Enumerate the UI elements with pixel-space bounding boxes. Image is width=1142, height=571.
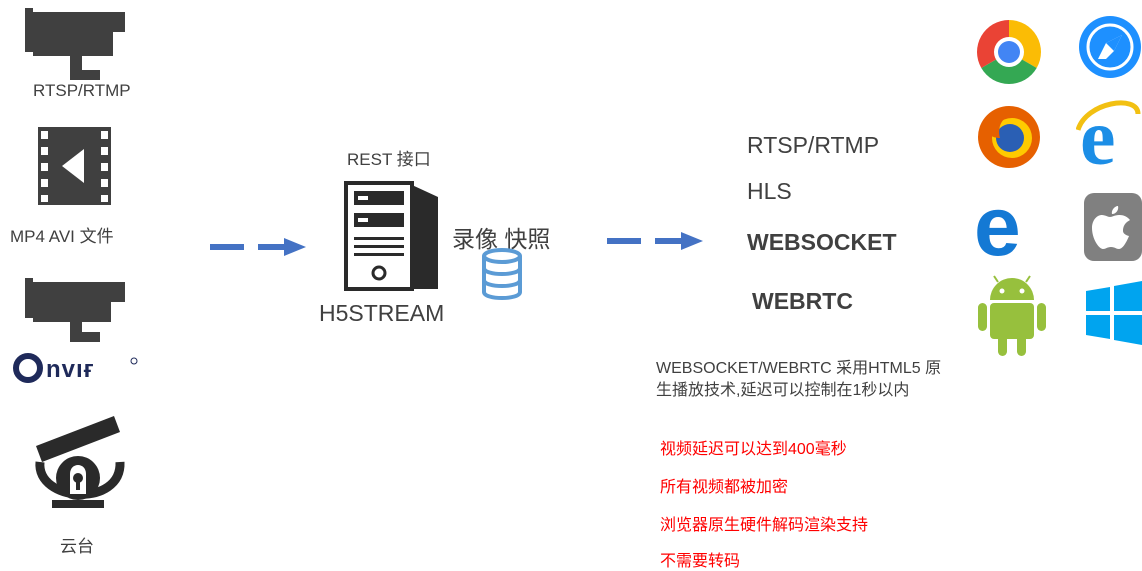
onvif-logo: nvıғ (12, 349, 142, 383)
ptz-label: 云台 (60, 537, 94, 556)
android-icon (976, 274, 1048, 358)
apple-icon (1084, 193, 1142, 261)
ptz-dome-camera-icon (30, 412, 130, 512)
protocol-rtsp-rtmp: RTSP/RTMP (747, 132, 880, 158)
file-label: MP4 AVI 文件 (10, 227, 114, 246)
feature-no-transcode: 不需要转码 (660, 553, 741, 570)
protocol-webrtc: WEBRTC (752, 288, 853, 314)
chrome-icon (975, 18, 1043, 86)
database-icon (480, 248, 524, 300)
flow-arrow-out (607, 229, 707, 253)
protocol-websocket: WEBSOCKET (747, 229, 897, 255)
video-file-icon (38, 127, 111, 205)
windows-icon (1086, 281, 1142, 345)
feature-encryption: 所有视频都被加密 (660, 479, 789, 496)
svg-text:e: e (1080, 100, 1116, 170)
ip-camera-icon-2 (22, 278, 126, 342)
server-name: H5STREAM (319, 300, 445, 326)
edge-icon: e (974, 193, 1034, 263)
feature-low-latency: 视频延迟可以达到400毫秒 (660, 441, 847, 458)
description-line-2: 生播放技术,延迟可以控制在1秒以内 (656, 382, 910, 399)
camera-label: RTSP/RTMP (33, 81, 131, 100)
rest-api-label: REST 接口 (347, 150, 431, 169)
feature-hw-decode: 浏览器原生硬件解码渲染支持 (660, 517, 869, 534)
flow-arrow-in (210, 235, 310, 259)
storage-label: 录像 快照 (452, 226, 551, 252)
svg-text:e: e (974, 193, 1021, 263)
ie-icon: e (1076, 100, 1142, 170)
safari-icon (1078, 15, 1142, 79)
server-icon (344, 181, 442, 293)
description-line-1: WEBSOCKET/WEBRTC 采用HTML5 原 (656, 360, 942, 377)
protocol-hls: HLS (747, 178, 792, 204)
firefox-icon (976, 104, 1042, 170)
ip-camera-icon (22, 8, 126, 80)
svg-text:nvıғ: nvıғ (46, 356, 95, 383)
